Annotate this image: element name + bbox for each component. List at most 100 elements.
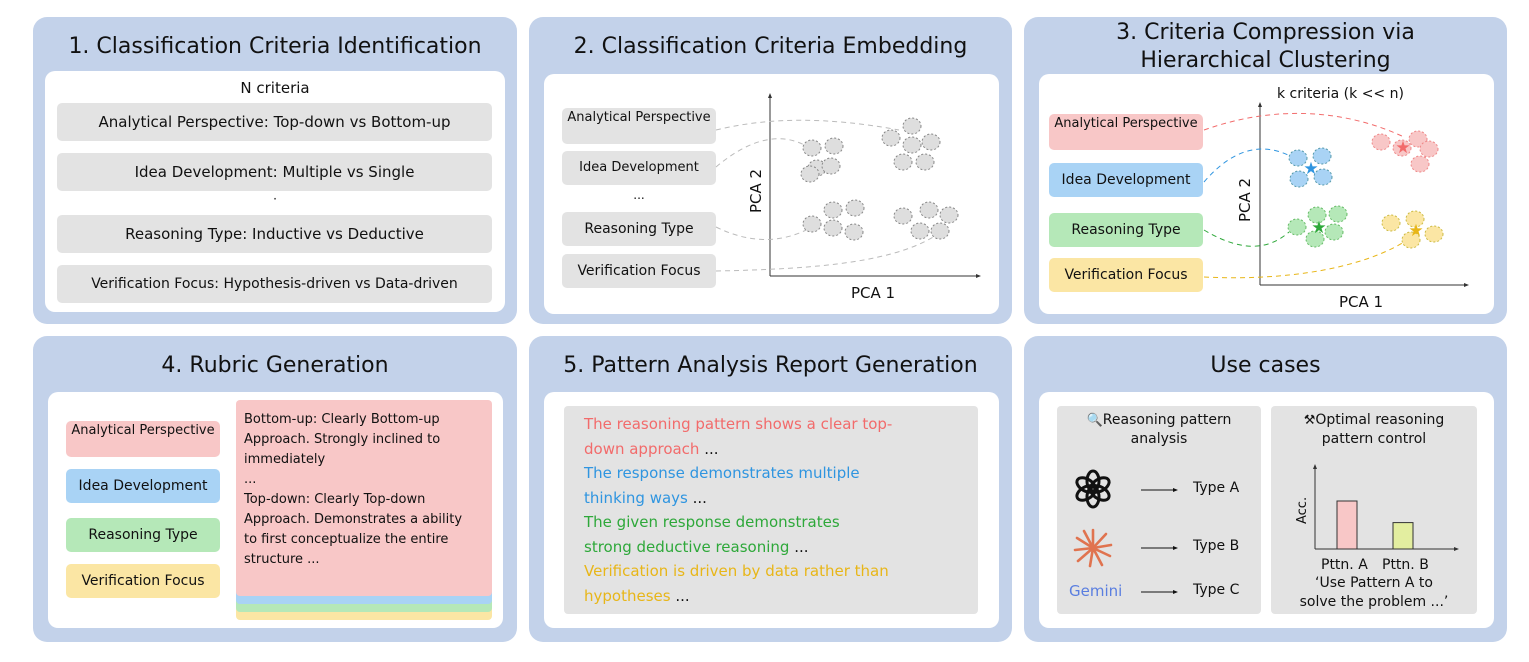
red-star-icon: ★ [1395,138,1410,158]
yellow-cluster [1381,210,1444,249]
cluster-label-reasoning-type: Reasoning Type [1049,213,1203,247]
rubric-label-idea-development: Idea Development [66,469,220,503]
embedding-plot: PCA 1 PCA 2 [715,93,981,302]
blue-star-icon: ★ [1303,159,1318,179]
embed-cluster-3 [802,199,865,241]
embed-label-idea-development: Idea Development [562,151,716,185]
red-cluster [1371,130,1439,173]
embed-cluster-2 [881,117,941,171]
panel5-title: 5. Pattern Analysis Report Generation [563,353,978,378]
rubric-line: to first conceptualize the entire [244,532,449,547]
bar-label-b: Pttn. B [1382,557,1429,573]
criterion-idea-development: Idea Development: Multiple vs Single [57,153,492,191]
green-star-icon: ★ [1311,218,1326,238]
openai-logo-icon [1075,469,1111,509]
embed-cluster-4 [893,201,959,240]
cluster-xlabel: PCA 1 [1339,293,1383,311]
report-line-6: strong deductive reasoning ... [584,537,809,556]
panel3-card: k criteria (k << n) Analytical Perspecti… [1039,74,1494,314]
bar-label-a: Pttn. A [1321,557,1368,573]
rubric-label-analytical-perspective: Analytical Perspective [66,421,220,457]
embed-label-ellipsis: ... [633,188,645,202]
type-b-label: Type B [1193,538,1240,554]
panel4-title: 4. Rubric Generation [161,353,389,378]
green-cluster [1287,205,1348,248]
claude-logo-icon [1073,528,1113,568]
panel5-card: The reasoning pattern shows a clear top-… [544,392,999,628]
panel3-title-line1: 3. Criteria Compression via [1116,20,1415,45]
cluster-connector-blue [1203,148,1293,183]
embed-xlabel: PCA 1 [851,284,895,302]
panel3-header: k criteria (k << n) [1277,86,1404,102]
acc-axis-label: Acc. [1295,497,1310,524]
use-case-arrows [1141,488,1178,594]
cluster-label-analytical-perspective: Analytical Perspective [1049,114,1203,150]
panel-criteria-compression: 3. Criteria Compression via Hierarchical… [1024,17,1507,324]
embed-ylabel: PCA 2 [747,169,765,213]
separator-dot: · [273,192,277,206]
report-line-8: hypotheses ... [584,586,690,605]
gemini-logo-icon: Gemini [1069,582,1123,600]
embed-label-reasoning-type: Reasoning Type [562,212,716,246]
criterion-reasoning-type: Reasoning Type: Inductive vs Deductive [57,215,492,253]
embed-connector-2 [715,138,820,168]
report-line-1: The reasoning pattern shows a clear top- [584,415,893,433]
panel6-title: Use cases [1210,353,1321,378]
compression-plot: PCA 1 PCA 2 ★ ★ ★ ★ [1203,102,1469,311]
panel2-card: Analytical Perspective Idea Development … [544,74,999,314]
rubric-line: Approach. Strongly inclined to [244,432,441,447]
panel-criteria-identification: 1. Classification Criteria Identificatio… [33,17,517,324]
panel-criteria-embedding: 2. Classification Criteria Embedding Ana… [529,17,1012,324]
report-line-7: Verification is driven by data rather th… [584,562,889,580]
yellow-star-icon: ★ [1408,221,1423,241]
embed-label-analytical-perspective: Analytical Perspective [562,108,716,144]
cluster-ylabel: PCA 2 [1236,178,1254,222]
embed-cluster-1 [800,137,844,183]
criterion-verification-focus: Verification Focus: Hypothesis-driven vs… [57,265,492,303]
rubric-line: Top-down: Clearly Top-down [244,492,426,507]
cluster-connector-red [1203,112,1405,138]
report-line-4: thinking ways ... [584,488,707,507]
panel1-title: 1. Classification Criteria Identificatio… [68,34,482,59]
embed-connector-4 [715,231,942,272]
criterion-analytical-perspective: Analytical Perspective: Top-down vs Bott… [57,103,492,141]
type-a-label: Type A [1193,480,1240,496]
cluster-connector-yellow [1203,230,1420,279]
panel3-title-line2: Hierarchical Clustering [1140,48,1391,73]
panel-rubric-generation: 4. Rubric Generation Analytical Perspect… [33,336,517,642]
report-line-2: down approach ... [584,439,719,458]
magnifier-icon: 🔍 [1086,413,1103,428]
panel2-title: 2. Classification Criteria Embedding [573,34,968,59]
rubric-line: Approach. Demonstrates a ability [244,512,463,527]
report-line-3: The response demonstrates multiple [584,464,860,482]
type-c-label: Type C [1193,582,1240,598]
rubric-label-reasoning-type: Reasoning Type [66,518,220,552]
bar-pattern-b [1392,522,1414,550]
rubric-line: structure ... [244,552,320,567]
panel4-card: Analytical Perspective Idea Development … [48,392,503,628]
bar-pattern-a [1336,500,1358,550]
cluster-label-idea-development: Idea Development [1049,163,1203,197]
rubric-line: ... [244,472,257,487]
report-line-5: The given response demonstrates [584,513,840,531]
embed-connector-1 [715,119,900,131]
blue-cluster [1288,147,1333,188]
panel1-header: N criteria [240,79,310,97]
accuracy-bar-chart: Acc. Pttn. A Pttn. B [1295,464,1459,573]
cluster-label-verification-focus: Verification Focus [1049,258,1203,292]
panel1-card: N criteria Analytical Perspective: Top-d… [45,71,505,312]
rubric-line: immediately [244,452,326,467]
embed-label-verification-focus: Verification Focus [562,254,716,288]
report-box: The reasoning pattern shows a clear top-… [564,406,978,614]
panel-pattern-report: 5. Pattern Analysis Report Generation Th… [529,336,1012,642]
tools-icon: ⚒ [1303,413,1316,428]
rubric-label-verification-focus: Verification Focus [66,564,220,598]
rubric-line: Bottom-up: Clearly Bottom-up [244,412,440,427]
